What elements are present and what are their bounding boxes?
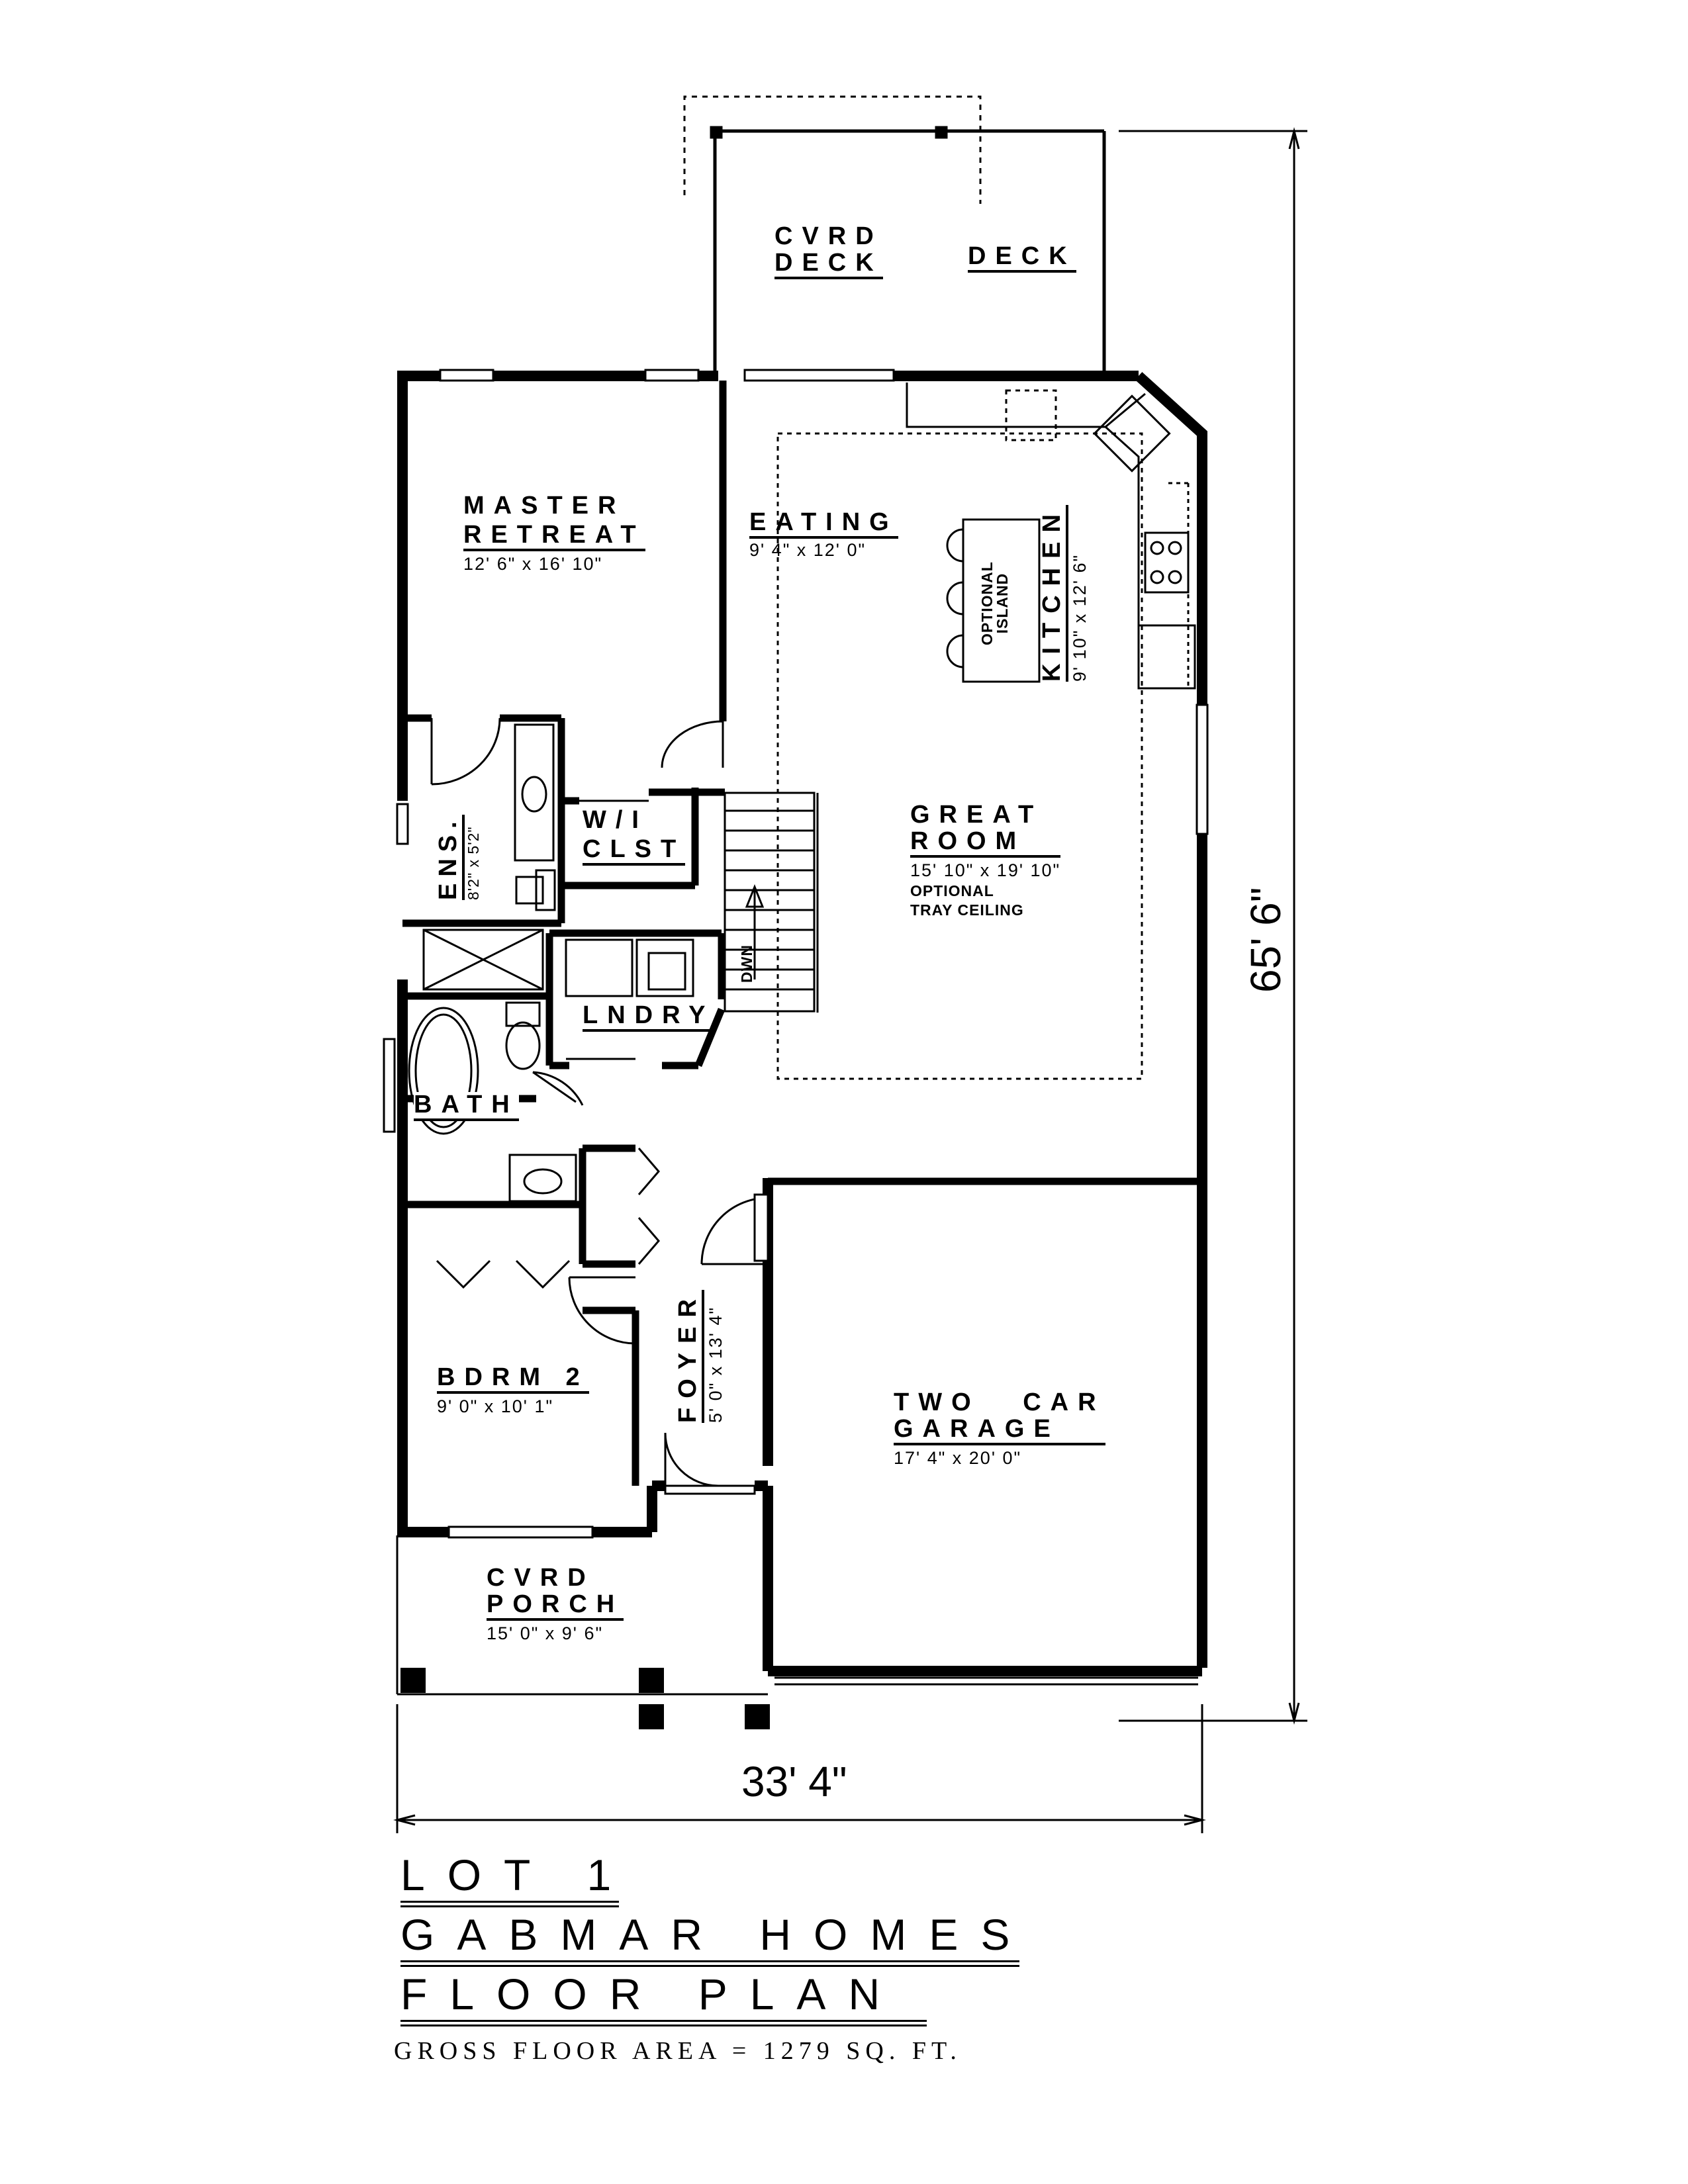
deck-outline [710, 126, 1106, 371]
wi-clst-line2: CLST [583, 837, 686, 866]
overall-width-dimension: 33' 4" [741, 1758, 847, 1805]
bdrm2-title: BDRM 2 [437, 1365, 589, 1394]
foyer-label: FOYER 5' 0" x 13' 4" [674, 1290, 726, 1423]
garage-dimensions: 17' 4" x 20' 0" [894, 1448, 1022, 1468]
gross-floor-area: GROSS FLOOR AREA = 1279 SQ. FT. [394, 2037, 962, 2065]
kitchen-dimensions: 9' 10" x 12' 6" [1070, 553, 1090, 682]
stairs-down-label: DWN [738, 944, 755, 983]
great-room-note1: OPTIONAL [910, 882, 994, 899]
title-underline-3 [400, 2020, 927, 2026]
title-company: GABMAR HOMES [400, 1910, 1033, 1959]
master-dimensions: 12' 6" x 16' 10" [463, 554, 603, 574]
porch-dimensions: 15' 0" x 9' 6" [487, 1623, 604, 1643]
bdrm2-dimensions: 9' 0" x 10' 1" [437, 1396, 554, 1416]
title-floor-plan: FLOOR PLAN [400, 1970, 903, 2019]
laundry-label: LNDRY [583, 1003, 715, 1032]
great-room-dimensions: 15' 10" x 19' 10" [910, 860, 1061, 880]
title-underline-1 [400, 1901, 619, 1907]
bath-label: BATH [414, 1092, 519, 1121]
kitchen-title: KITCHEN [1038, 505, 1068, 682]
title-underline-2 [400, 1960, 1019, 1967]
porch-line1: CVRD [487, 1564, 595, 1592]
stairs [724, 792, 819, 1013]
cvrd-deck-label: CVRD DECK [774, 224, 883, 279]
great-room-line1: GREAT [910, 801, 1043, 829]
great-room-note2: TRAY CEILING [910, 901, 1024, 919]
island-line1: OPTIONAL [978, 561, 996, 645]
wi-clst-line1: W/I [583, 806, 648, 834]
foyer-dimensions: 5' 0" x 13' 4" [706, 1306, 726, 1423]
eating-title: EATING [749, 510, 898, 539]
master-retreat-label: MASTER RETREAT 12' 6" x 16' 10" [463, 493, 645, 573]
deck-dashed-outline [683, 95, 982, 204]
tray-ceiling-outline [776, 432, 1143, 1080]
porch-garage-details [396, 1535, 1198, 1696]
garage-line1: TWO CAR [894, 1388, 1105, 1416]
porch-line2: PORCH [487, 1592, 624, 1621]
master-line1: MASTER [463, 492, 626, 520]
posts [400, 1668, 770, 1729]
dimension-lines [393, 127, 1307, 1833]
title-lot: LOT 1 [400, 1850, 634, 1899]
kitchen-label: KITCHEN 9' 10" x 12' 6" [1038, 505, 1090, 682]
doors [430, 717, 769, 1495]
eating-dimensions: 9' 4" x 12' 0" [749, 540, 867, 560]
interior-walls [397, 381, 1202, 1486]
ensuite-label: ENS. 8'2" x 5'2" [434, 815, 482, 900]
garage-line2: GARAGE [894, 1416, 1105, 1445]
eating-label: EATING 9' 4" x 12' 0" [749, 510, 898, 559]
master-line2: RETREAT [463, 522, 645, 551]
walk-in-closet-label: W/I CLST [583, 806, 686, 866]
exterior-walls [397, 371, 1207, 1676]
cvrd-deck-line1: CVRD [774, 222, 883, 250]
ensuite-dimensions: 8'2" x 5'2" [465, 826, 482, 900]
ensuite-title: ENS. [434, 815, 465, 900]
optional-island-label: OPTIONAL ISLAND [978, 561, 1011, 645]
great-room-label: GREAT ROOM 15' 10" x 19' 10" OPTIONAL TR… [910, 801, 1061, 919]
cvrd-deck-line2: DECK [774, 250, 883, 279]
great-room-line2: ROOM [910, 829, 1061, 858]
bath-fixtures [408, 723, 694, 1203]
deck-label: DECK [968, 244, 1076, 273]
foyer-title: FOYER [674, 1290, 704, 1423]
kitchen-fixtures [906, 383, 1196, 690]
garage-label: TWO CAR GARAGE 17' 4" x 20' 0" [894, 1390, 1105, 1467]
bedroom-2-label: BDRM 2 9' 0" x 10' 1" [437, 1365, 589, 1416]
island-line2: ISLAND [994, 572, 1011, 634]
windows [383, 369, 1209, 1539]
porch-label: CVRD PORCH 15' 0" x 9' 6" [487, 1565, 624, 1643]
overall-depth-dimension: 65' 6" [1242, 887, 1289, 993]
